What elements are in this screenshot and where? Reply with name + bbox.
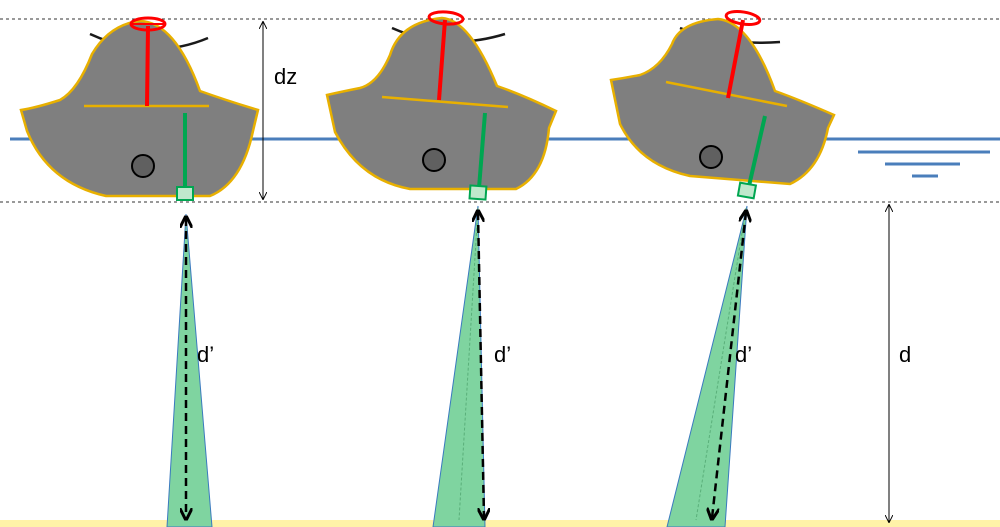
boat-3-antenna-dish (724, 10, 762, 26)
boat-3 (609, 10, 836, 200)
seabed (0, 520, 1000, 527)
boat-2-transducer-pole (477, 112, 487, 189)
boat-2-deck (381, 95, 509, 109)
boat-3-transducer-pole (747, 115, 767, 187)
boat-2-mast (437, 19, 447, 101)
boat-3-center-of-gravity (699, 145, 723, 169)
boat-2 (325, 10, 558, 201)
dz-label: dz (274, 64, 297, 89)
boat-1 (19, 16, 260, 201)
boat-2-center-of-gravity (422, 148, 446, 172)
d-prime-label-3: d’ (735, 342, 752, 367)
boat-2-hull (325, 16, 558, 191)
boat-3-deck (665, 80, 788, 108)
boat-2-transducer (468, 184, 488, 201)
boat-1-mast (145, 25, 150, 107)
boat-2-antenna-dish (427, 10, 465, 26)
sonar-beam-2 (432, 205, 486, 527)
boat-1-transducer (176, 186, 194, 201)
boat-1-hull (19, 19, 260, 198)
boat-3-hull (609, 17, 836, 186)
d-prime-label-1: d’ (197, 342, 214, 367)
sonar-beam-1 (166, 213, 213, 527)
water-level-symbol (858, 150, 990, 178)
boat-3-mast (726, 19, 745, 99)
d-prime-label-2: d’ (494, 342, 511, 367)
boat-3-transducer (736, 181, 758, 200)
d-label: d (899, 342, 911, 367)
boat-1-center-of-gravity (131, 154, 155, 178)
